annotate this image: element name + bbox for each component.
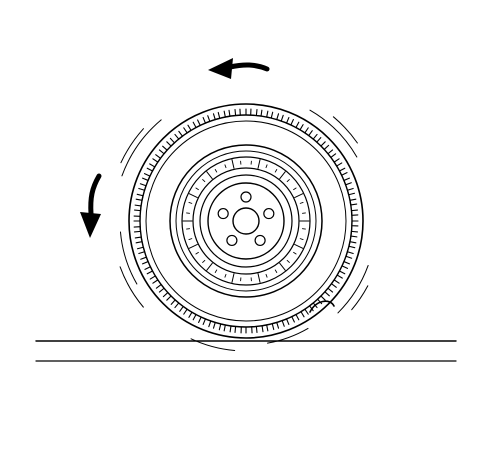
rim-ring-inner [192,167,300,275]
rim-spoke [257,273,261,283]
tread-block [240,326,247,334]
lug-nuts [217,191,275,247]
arrow-left-shaft [88,173,102,217]
motion-line [267,327,309,344]
tread-damage [309,300,335,313]
rim-outer [169,144,323,298]
rim-spoke [206,262,213,271]
rim-vent-mark [240,277,252,282]
rim-vent-mark [195,251,206,263]
rim-vent-mark [299,228,306,241]
tire-outer-edge [128,103,364,339]
rim-spoke [294,243,304,249]
tread-block [324,287,334,297]
rim-spoke [188,193,198,199]
rim-spoke [231,273,235,283]
tread-block [133,215,141,222]
motion-line [121,119,162,177]
rim-spoke [257,159,261,169]
tread-block [158,145,168,155]
rim-vent-mark [265,269,278,278]
rim-ring-outer [181,156,311,286]
rim-vent-mark [240,160,252,165]
rim-spoke [206,171,213,180]
rotation-arrow-left [80,173,102,238]
rim-spoke [279,262,286,271]
rim-vent-mark [214,269,227,278]
tread-block [312,133,322,143]
tread-block [245,108,252,116]
rim-spoke [294,193,304,199]
tread-block [170,299,180,309]
rim-vent-mark [286,179,297,191]
tire [128,103,364,339]
lug-nut [254,234,266,247]
motion-line [190,338,236,352]
rim-spoke [231,159,235,169]
lug-nut [217,207,229,220]
tread-inner-edge [139,114,353,328]
tread-block [162,292,172,301]
rim-vent-mark [186,201,193,214]
rim-center-disc [199,174,293,268]
rim-spoke [188,243,198,249]
motion-line [332,116,358,144]
rim-vent-mark [186,228,193,241]
rim-vent-mark [265,164,278,173]
lug-nut [240,191,252,203]
rim-flange [175,150,317,292]
tread-block [351,220,359,227]
tread-block [166,137,175,147]
motion-lines [119,109,369,352]
ground-lines [35,340,457,362]
hub-center [232,207,260,235]
tire-tread [133,108,359,334]
rim-vent-mark [286,251,297,263]
motion-line [337,264,369,314]
hub-outer [207,182,285,260]
motion-line [309,109,358,158]
rim-vent-mark [214,164,227,173]
motion-line [120,128,144,164]
lug-nut [226,234,238,247]
sidewall-line [145,120,347,322]
wheel-rim [169,144,323,298]
tread-block [320,141,330,150]
rim-vent-mark [195,179,206,191]
rotation-arrow-top [208,58,270,79]
rim-vents [182,159,310,283]
arrow-top-shaft [227,62,270,72]
rim-vent-mark [299,201,306,214]
lug-nut [263,207,275,220]
arrow-left-head [80,212,101,238]
motion-line [119,266,144,308]
motion-line [119,231,138,285]
rim-spoke [279,171,286,180]
motion-line [351,285,369,311]
arrow-top-head [208,58,233,79]
